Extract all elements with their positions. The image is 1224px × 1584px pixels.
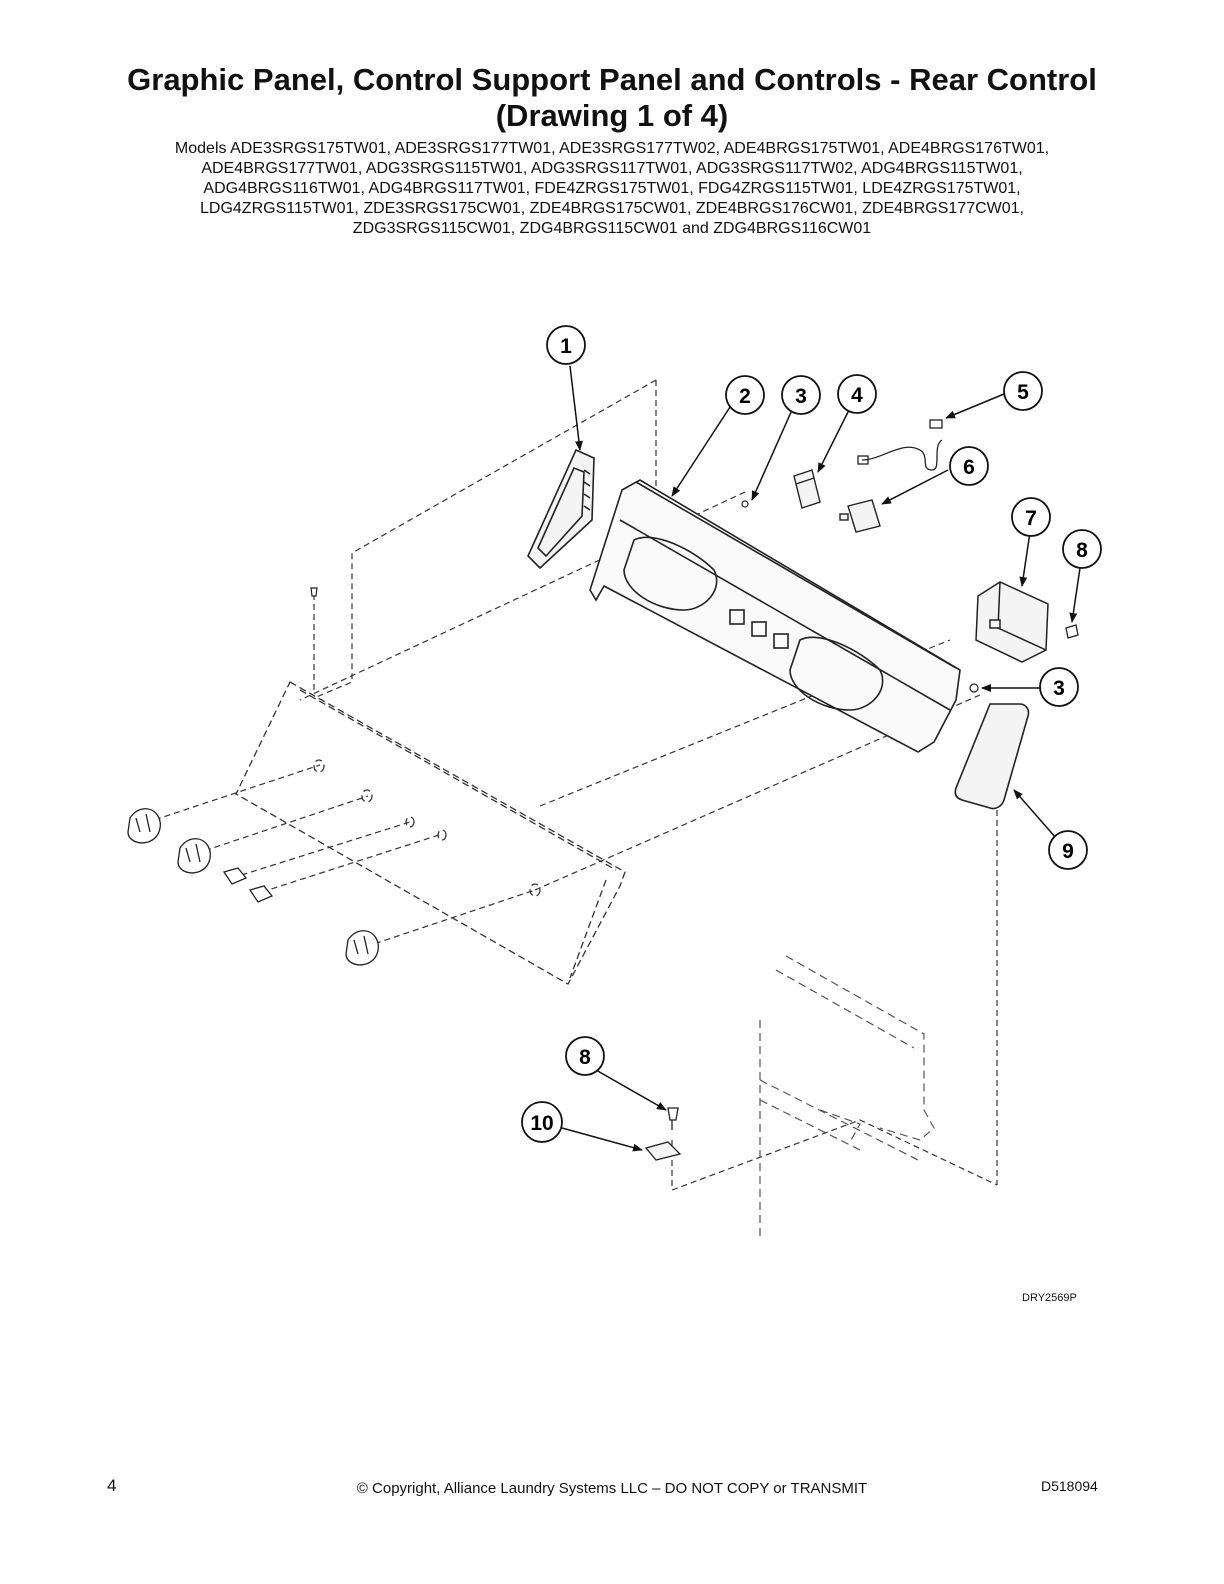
- callout-7: 7: [1011, 497, 1051, 537]
- clip-icon: [644, 1141, 682, 1161]
- screw-icon: [1065, 624, 1079, 639]
- washer-icon: [969, 683, 979, 693]
- svg-text:10: 10: [530, 1112, 553, 1135]
- callout-4: 4: [837, 374, 877, 414]
- graphic-panel: [235, 681, 626, 985]
- document-number: D518094: [1041, 1478, 1098, 1494]
- callout-3: 3: [781, 375, 821, 415]
- knob-icon: [345, 930, 379, 966]
- knob-icon: [177, 838, 211, 874]
- knob-icon: [127, 808, 161, 844]
- right-end-cap: [954, 703, 1030, 810]
- switch-icon: [793, 469, 821, 509]
- wire-harness-icon: [857, 419, 943, 471]
- leader-arrows: [561, 365, 1081, 1152]
- callout-9: 9: [1048, 830, 1088, 870]
- assembly-guide-lines: [135, 379, 998, 1191]
- page-number: 4: [107, 1476, 117, 1495]
- control-support-panel: [589, 479, 961, 753]
- callout-3-right: 3: [1039, 667, 1079, 707]
- svg-text:5: 5: [1017, 381, 1029, 404]
- model-line: LDG4ZRGS115TW01, ZDE3SRGS175CW01, ZDE4BR…: [200, 200, 1024, 217]
- svg-text:2: 2: [739, 385, 751, 408]
- page-title: Graphic Panel, Control Support Panel and…: [0, 62, 1224, 134]
- model-line: ADE4BRGS177TW01, ADG3SRGS115TW01, ADG3SR…: [201, 160, 1023, 177]
- svg-text:9: 9: [1062, 840, 1074, 863]
- svg-text:3: 3: [795, 385, 807, 408]
- timer-icon: [975, 581, 1049, 663]
- title-line-1: Graphic Panel, Control Support Panel and…: [127, 62, 1097, 97]
- cabinet-outline: [759, 955, 935, 1240]
- drawing-id: DRY2569P: [1022, 1292, 1077, 1304]
- svg-text:8: 8: [579, 1046, 591, 1069]
- svg-text:8: 8: [1076, 539, 1088, 562]
- callout-1: 1: [546, 325, 586, 365]
- svg-text:3: 3: [1053, 677, 1065, 700]
- model-line: ZDG3SRGS115CW01, ZDG4BRGS115CW01 and ZDG…: [352, 220, 872, 237]
- callout-8-bottom: 8: [565, 1036, 605, 1076]
- button-icon: [248, 885, 274, 903]
- svg-text:1: 1: [560, 335, 572, 358]
- copyright-notice: © Copyright, Alliance Laundry Systems LL…: [356, 1480, 868, 1497]
- selector-switch-icon: [839, 499, 881, 533]
- left-end-cap: [527, 448, 595, 570]
- callout-10: 10: [521, 1101, 563, 1143]
- screw-icon: [741, 500, 749, 508]
- callout-6: 6: [949, 446, 989, 486]
- title-line-2: (Drawing 1 of 4): [495, 98, 729, 133]
- model-line: ADG4BRGS116TW01, ADG4BRGS117TW01, FDE4ZR…: [203, 180, 1021, 197]
- callout-5: 5: [1003, 371, 1043, 411]
- svg-text:4: 4: [851, 384, 863, 407]
- exploded-parts-diagram: 1 2 3 4 5 6 7 8 3 9 8 10: [127, 325, 1102, 1240]
- model-line: Models ADE3SRGS175TW01, ADE3SRGS177TW01,…: [174, 140, 1050, 157]
- svg-text:6: 6: [963, 456, 975, 479]
- model-list: Models ADE3SRGS175TW01, ADE3SRGS177TW01,…: [90, 139, 1134, 239]
- screw-icon: [310, 587, 318, 597]
- callout-2: 2: [725, 375, 765, 415]
- svg-text:7: 7: [1025, 507, 1037, 530]
- callout-8: 8: [1062, 529, 1102, 569]
- button-icon: [222, 867, 248, 885]
- screw-icon: [667, 1107, 679, 1130]
